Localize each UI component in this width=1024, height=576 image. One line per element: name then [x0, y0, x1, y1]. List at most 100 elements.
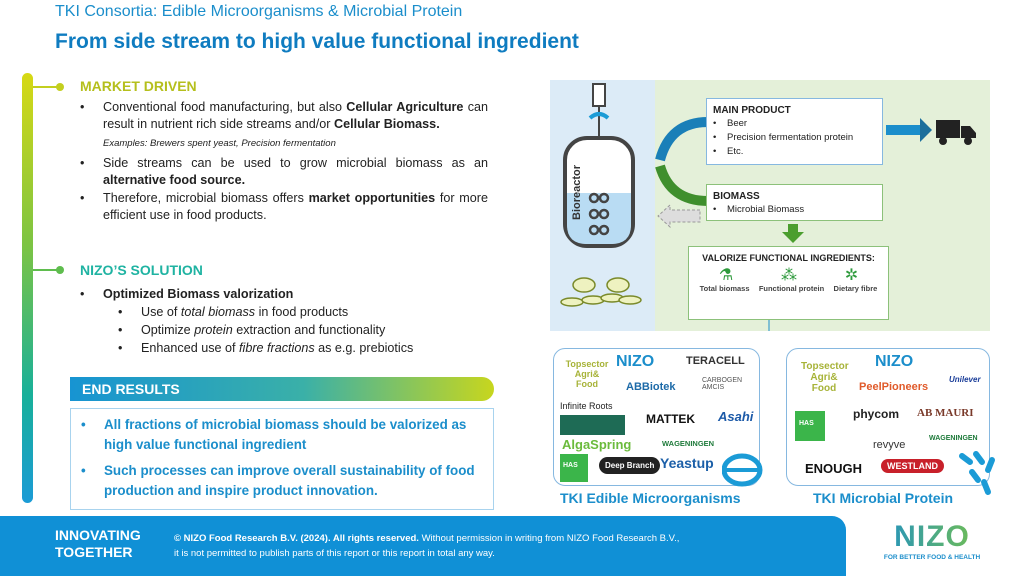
logo: WAGENINGEN: [662, 439, 715, 448]
text: Side streams can be used to grow microbi…: [103, 156, 488, 170]
tki-microbial-label: TKI Microbial Protein: [813, 490, 954, 506]
element: [959, 453, 973, 465]
text: FOR BETTER FOOD & HEALTH: [883, 554, 981, 561]
element: [560, 297, 584, 307]
market-driven-list: Conventional food manufacturing, but als…: [80, 99, 488, 225]
tki-edible-label: TKI Edible Microorganisms: [560, 490, 741, 506]
logo: AlgaSpring: [562, 437, 632, 452]
market-driven-heading: MARKET DRIVEN: [80, 78, 197, 94]
element: [588, 192, 600, 204]
text: Functional protein: [758, 284, 825, 293]
logo: [560, 415, 625, 435]
element: [936, 120, 960, 138]
element: [973, 451, 985, 465]
logo: Topsector Agri& Food: [801, 361, 849, 394]
logo: PeelPioneers: [859, 381, 929, 393]
list-item: Use of total biomass in food products: [118, 304, 488, 321]
text: INNOVATING: [55, 527, 141, 543]
text: Optimized Biomass valorization: [103, 287, 294, 301]
list-item: Enhanced use of fibre fractions as e.g. …: [118, 340, 488, 357]
list-item: Optimized Biomass valorization: [80, 286, 488, 303]
text: Conventional food manufacturing, but als…: [103, 100, 347, 114]
logo: MATTEK: [646, 412, 696, 426]
element: [598, 192, 610, 204]
element: [618, 295, 642, 305]
logo: HAS: [795, 411, 825, 441]
text: TOGETHER: [55, 544, 133, 560]
text: BIOMASS: [713, 191, 760, 202]
text: extraction and functionality: [232, 323, 386, 337]
logo: ENOUGH: [805, 461, 863, 476]
list-item: Therefore, microbial biomass offers mark…: [80, 190, 488, 224]
element: [964, 137, 972, 145]
logo: Yeastup: [660, 455, 714, 471]
logo: Unilever: [949, 375, 981, 384]
text: fibre fractions: [239, 341, 315, 355]
logo: Infinite Roots: [560, 401, 613, 411]
text: Therefore, microbial biomass offers: [103, 191, 309, 205]
element: [588, 224, 600, 236]
logo: revyve: [873, 439, 906, 451]
element: [592, 83, 606, 107]
element: Total biomass Functional protein Dietary f…: [695, 282, 882, 295]
list-item: Optimize protein extraction and function…: [118, 322, 488, 339]
element: [959, 451, 995, 495]
text: as e.g. prebiotics: [314, 341, 414, 355]
text: Optimize: [141, 323, 195, 337]
fibre-icon: ✲: [844, 267, 859, 284]
arrow-down: [782, 224, 804, 243]
arrow-biomass: [655, 164, 709, 206]
element: [969, 469, 981, 483]
list-item: All fractions of microbial biomass shoul…: [81, 415, 483, 455]
element: [588, 112, 610, 120]
flask-icon: ⚗: [718, 267, 734, 284]
text: Microbial Biomass: [713, 203, 876, 216]
element: [920, 118, 932, 142]
logo: ABBiotek: [626, 381, 676, 393]
text: Dietary fibre: [833, 284, 878, 293]
text: NIZO: [872, 520, 992, 554]
valorize-box: VALORIZE FUNCTIONAL INGREDIENTS: ⚗ ⁂ ✲ Tot…: [688, 246, 889, 320]
logo: HAS: [560, 454, 588, 482]
microbe-icon: [959, 451, 995, 495]
petri-dish-icon: [722, 453, 763, 487]
logo: WAGENINGEN: [929, 435, 978, 442]
logo: Topsector Agri& Food: [565, 359, 609, 389]
biomass-box: BIOMASS Microbial Biomass: [706, 184, 883, 221]
text: for more efficient use in food products.: [103, 191, 488, 222]
examples-note: Examples: Brewers spent yeast, Precision…: [103, 138, 336, 149]
text: Without permission in writing from NIZO …: [418, 533, 680, 544]
text: Bioreactor: [571, 164, 583, 220]
timeline-connector: [33, 83, 64, 91]
element: [606, 277, 630, 293]
element: [588, 192, 610, 236]
text: total biomass: [180, 305, 256, 319]
element: [985, 457, 995, 473]
copyright: © NIZO Food Research B.V. (2024). All ri…: [174, 531, 679, 561]
logo: Deep Branch: [599, 457, 661, 474]
element: [567, 193, 631, 244]
solution-list: Optimized Biomass valorization Use of to…: [80, 286, 488, 358]
logo: phycom: [853, 407, 900, 421]
text: © NIZO Food Research B.V. (2024). All ri…: [174, 533, 419, 544]
text: Etc.: [713, 145, 876, 158]
text: Use of: [141, 305, 181, 319]
text: MAIN PRODUCT: [713, 105, 791, 116]
text: VALORIZE FUNCTIONAL INGREDIENTS:: [702, 253, 875, 263]
text: it is not permitted to publish parts of …: [174, 548, 495, 559]
text: in food products: [255, 305, 349, 319]
text: Total biomass: [699, 284, 750, 293]
protein-icon: ⁂: [780, 267, 797, 284]
element: ⚗ ⁂ ✲: [695, 267, 882, 284]
list-item: Such processes can improve overall susta…: [81, 461, 483, 501]
element: [598, 208, 610, 220]
text: Cellular Biomass.: [334, 117, 440, 131]
page-title: From side stream to high value functiona…: [55, 30, 579, 53]
text: market opportunities: [308, 191, 436, 205]
element: [588, 208, 600, 220]
end-results-heading: END RESULTS: [70, 377, 494, 401]
text: alternative food source.: [103, 173, 246, 187]
logo: Asahi: [718, 409, 754, 424]
text: Beer: [713, 117, 876, 130]
nizo-logo: NIZO FOR BETTER FOOD & HEALTH: [872, 520, 992, 561]
